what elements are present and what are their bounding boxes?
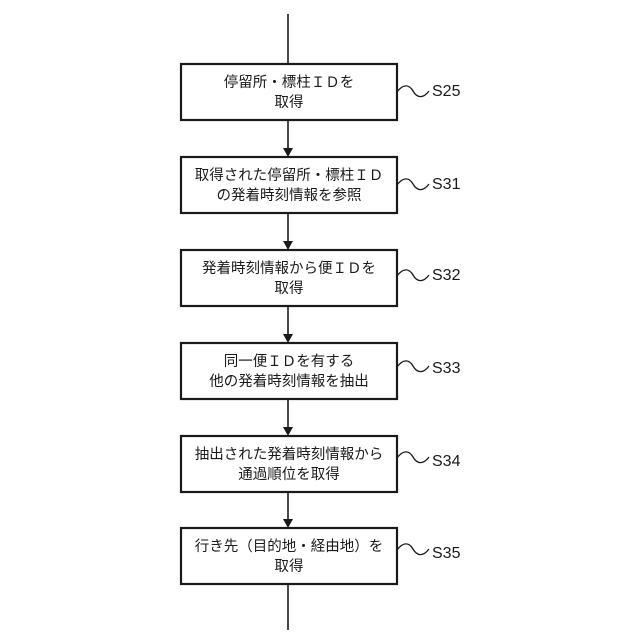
arrowhead [283, 519, 293, 528]
step-text-line-1: 取得された停留所・標柱ＩＤ [195, 167, 384, 184]
step-label: S31 [432, 176, 461, 193]
step-text-line-2: 取得 [275, 94, 304, 111]
step-label: S33 [432, 360, 461, 377]
arrowhead [283, 334, 293, 343]
step-label: S25 [432, 83, 461, 100]
step-box [181, 528, 397, 584]
step-text-line-1: 抽出された発着時刻情報から [195, 446, 384, 463]
label-leader-wave [397, 452, 429, 463]
label-leader-wave [397, 270, 429, 281]
label-leader-wave [397, 86, 429, 97]
label-leader-wave [397, 361, 429, 372]
step-text-line-1: 同一便ＩＤを有する [224, 353, 355, 370]
step-box [181, 64, 397, 120]
label-leader-wave [397, 179, 429, 190]
step-s31: 取得された停留所・標柱ＩＤ の発着時刻情報を参照 S31 [181, 157, 461, 213]
step-text-line-1: 停留所・標柱ＩＤを [224, 74, 355, 91]
step-label: S32 [432, 267, 461, 284]
step-s34: 抽出された発着時刻情報から 通過順位を取得 S34 [181, 436, 461, 492]
step-s32: 発着時刻情報から便ＩＤを 取得 S32 [181, 250, 461, 306]
step-label: S34 [432, 453, 461, 470]
arrowhead [283, 241, 293, 250]
step-text-line-2: 取得 [275, 280, 304, 297]
step-text-line-2: 取得 [275, 558, 304, 575]
step-s35: 行き先（目的地・経由地）を 取得 S35 [181, 528, 461, 584]
step-box [181, 250, 397, 306]
step-text-line-2: の発着時刻情報を参照 [217, 187, 362, 204]
step-text-line-1: 行き先（目的地・経由地）を [195, 538, 384, 555]
step-label: S35 [432, 545, 461, 562]
arrowhead [283, 427, 293, 436]
step-text-line-2: 他の発着時刻情報を抽出 [209, 373, 369, 390]
step-box [181, 157, 397, 213]
step-box [181, 436, 397, 492]
step-text-line-1: 発着時刻情報から便ＩＤを [202, 260, 376, 277]
step-s25: 停留所・標柱ＩＤを 取得 S25 [181, 64, 461, 120]
label-leader-wave [397, 544, 429, 555]
step-text-line-2: 通過順位を取得 [238, 466, 340, 483]
step-box [181, 343, 397, 399]
arrowhead [283, 148, 293, 157]
step-s33: 同一便ＩＤを有する 他の発着時刻情報を抽出 S33 [181, 343, 461, 399]
